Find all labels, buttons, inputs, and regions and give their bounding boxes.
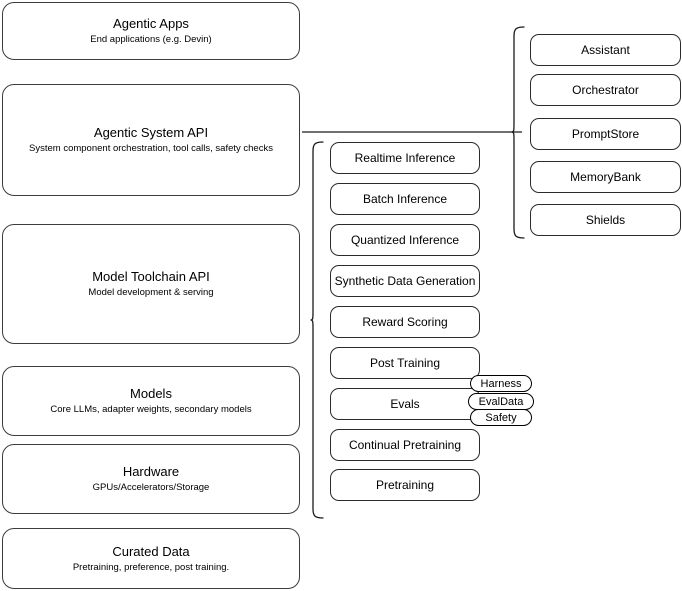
- capability-label: Quantized Inference: [350, 233, 460, 247]
- capability-label: Post Training: [369, 356, 441, 370]
- layer-subtitle: Model development & serving: [88, 287, 214, 298]
- component-box-memorybank[interactable]: MemoryBank: [530, 161, 681, 193]
- layer-title: Model Toolchain API: [92, 269, 210, 284]
- layer-box-model-toolchain-api[interactable]: Model Toolchain API Model development & s…: [2, 224, 300, 344]
- layer-subtitle: End applications (e.g. Devin): [90, 34, 212, 45]
- capability-box-continual-pretraining[interactable]: Continual Pretraining: [330, 429, 480, 461]
- capability-label: Evals: [390, 397, 420, 411]
- eval-pill-label: Harness: [480, 377, 522, 390]
- capability-box-realtime-inference[interactable]: Realtime Inference: [330, 142, 480, 174]
- component-box-orchestrator[interactable]: Orchestrator: [530, 74, 681, 106]
- capability-label: Realtime Inference: [354, 151, 456, 165]
- layer-subtitle: GPUs/Accelerators/Storage: [92, 482, 210, 493]
- capability-box-quantized-inference[interactable]: Quantized Inference: [330, 224, 480, 256]
- component-label: Shields: [585, 213, 626, 227]
- capability-box-synthetic-data-generation[interactable]: Synthetic Data Generation: [330, 265, 480, 297]
- capability-box-pretraining[interactable]: Pretraining: [330, 469, 480, 501]
- eval-pill-harness[interactable]: Harness: [470, 375, 532, 392]
- layer-subtitle: Core LLMs, adapter weights, secondary mo…: [50, 404, 252, 415]
- layer-title: Agentic System API: [93, 125, 209, 140]
- capability-label: Reward Scoring: [362, 315, 448, 329]
- component-label: PromptStore: [571, 127, 640, 141]
- eval-pill-eval-data[interactable]: EvalData: [468, 393, 534, 410]
- layer-title: Curated Data: [112, 543, 190, 559]
- eval-pill-safety[interactable]: Safety: [470, 409, 532, 426]
- component-label: Orchestrator: [572, 83, 639, 97]
- component-label: MemoryBank: [570, 170, 641, 184]
- layer-subtitle: System component orchestration, tool cal…: [29, 143, 273, 154]
- capability-label: Synthetic Data Generation: [334, 274, 476, 288]
- capability-label: Pretraining: [375, 478, 435, 492]
- component-box-assistant[interactable]: Assistant: [530, 34, 681, 66]
- capability-box-batch-inference[interactable]: Batch Inference: [330, 183, 480, 215]
- component-box-shields[interactable]: Shields: [530, 204, 681, 236]
- component-box-promptstore[interactable]: PromptStore: [530, 118, 681, 150]
- capability-box-post-training[interactable]: Post Training: [330, 347, 480, 379]
- layer-title: Models: [130, 386, 172, 401]
- capability-label: Batch Inference: [362, 192, 448, 206]
- component-label: Assistant: [581, 43, 630, 57]
- eval-pill-label: Safety: [485, 411, 517, 424]
- capability-box-reward-scoring[interactable]: Reward Scoring: [330, 306, 480, 338]
- capability-label: Continual Pretraining: [348, 438, 462, 452]
- layer-box-agentic-system-api[interactable]: Agentic System API System component orche…: [2, 84, 300, 196]
- eval-pill-label: EvalData: [478, 395, 524, 408]
- layer-subtitle: Pretraining, preference, post training.: [72, 561, 230, 573]
- layer-title: Hardware: [122, 464, 180, 479]
- layer-title: Agentic Apps: [113, 16, 189, 31]
- capability-box-evals[interactable]: Evals: [330, 388, 480, 420]
